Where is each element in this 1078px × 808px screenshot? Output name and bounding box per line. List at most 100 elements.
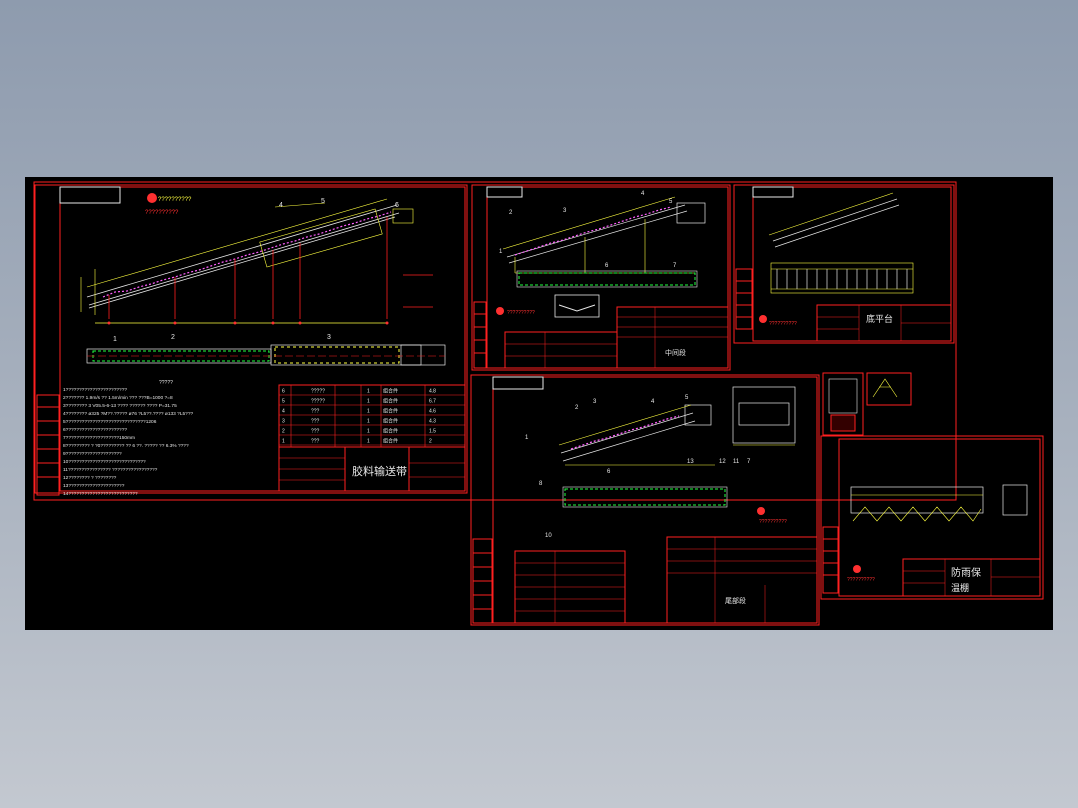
bom-cell: ??? bbox=[311, 409, 320, 415]
bom-cell: 1 bbox=[367, 389, 370, 395]
part-label-6: 6 bbox=[395, 202, 399, 209]
note-line: 13????????????????????? bbox=[63, 483, 125, 489]
bom-cell: ??? bbox=[311, 429, 320, 435]
sheet-tail: 1 2 3 4 5 6 7 11 12 13 8 10 ?????????? 尾… bbox=[470, 374, 820, 626]
bom-cell: 4 bbox=[282, 409, 285, 415]
tail-label-6: 6 bbox=[607, 469, 611, 475]
bom-cell: ??? bbox=[311, 419, 320, 425]
sheet-title-base: 底平台 bbox=[866, 313, 893, 324]
part-label-3: 3 bbox=[327, 334, 331, 341]
cover-logo-caption: ?????????? bbox=[847, 577, 875, 583]
cover-logo-icon bbox=[853, 565, 861, 573]
note-line: 6??????????????????????? bbox=[63, 427, 127, 433]
tail-label-13: 13 bbox=[687, 459, 694, 465]
bom-cell: 组合件 bbox=[383, 438, 398, 445]
cad-drawing-canvas[interactable]: ?????????? ?????????? bbox=[25, 177, 1053, 630]
note-line: 4???????? ø325 ?M??.????? ø76 ?L5??.????… bbox=[63, 411, 193, 417]
sheet-title-cover-2: 温棚 bbox=[951, 582, 969, 593]
bom-cell: 1.5 bbox=[429, 429, 436, 435]
tail-label-3: 3 bbox=[593, 399, 597, 405]
bom-cell: 组合件 bbox=[383, 418, 398, 425]
note-line: 2??????? 1.9m/s ?? 1.5m/min ??? ???B=100… bbox=[63, 395, 173, 401]
sheet-title-middle: 中间段 bbox=[665, 348, 686, 357]
note-line: 1??????????????????????? bbox=[63, 387, 127, 393]
tail-logo-icon bbox=[757, 507, 765, 515]
outer-frame bbox=[33, 181, 957, 501]
bom-cell: 组合件 bbox=[383, 428, 398, 435]
bom-cell: ????? bbox=[311, 389, 325, 395]
conveyor-idlers bbox=[102, 211, 392, 298]
main-plan-view bbox=[86, 344, 446, 366]
bom-cell: 组合件 bbox=[383, 398, 398, 405]
middle-label-1: 1 bbox=[499, 249, 503, 255]
bom-cell: 6 bbox=[282, 389, 285, 395]
middle-label-6: 6 bbox=[605, 263, 609, 269]
tail-label-8: 8 bbox=[539, 481, 543, 487]
logo-caption: ?????????? bbox=[158, 197, 192, 203]
bom-cell: 4.3 bbox=[429, 419, 436, 425]
bom-cell: 2 bbox=[282, 429, 285, 435]
middle-logo-icon bbox=[496, 307, 504, 315]
bom-table: 6????? 1 组合件 4.8 5????? 1 组合件 6.7 4??? 1 组合件 4.6 3??… bbox=[278, 384, 466, 492]
bom-cell: 2 bbox=[429, 439, 432, 445]
base-logo-icon bbox=[759, 315, 767, 323]
tail-label-11: 11 bbox=[733, 459, 740, 465]
sheet-title-tail: 尾部段 bbox=[725, 596, 746, 605]
tail-label-7: 7 bbox=[747, 459, 751, 465]
tail-logo-caption: ?????????? bbox=[759, 519, 787, 525]
part-label-5: 5 bbox=[321, 198, 325, 205]
middle-label-7: 7 bbox=[673, 263, 677, 269]
note-line: 14?????????????????????????? bbox=[63, 491, 138, 497]
middle-label-5: 5 bbox=[669, 199, 673, 205]
part-label-4: 4 bbox=[279, 202, 283, 209]
base-logo-caption: ?????????? bbox=[769, 321, 797, 327]
sheet-cover: ?????????? 防雨保 温棚 bbox=[820, 435, 1044, 600]
bom-cell: 1 bbox=[367, 399, 370, 405]
note-line: 8????????? ? ?0????????? ?? 6 ??. ????? … bbox=[63, 443, 189, 449]
note-line: 9????????????????????? bbox=[63, 451, 122, 457]
sheet-base: ?????????? 底平台 bbox=[733, 184, 955, 344]
bom-cell: 组合件 bbox=[383, 408, 398, 415]
bom-cell: 1 bbox=[282, 439, 285, 445]
tail-label-12: 12 bbox=[719, 459, 726, 465]
middle-label-4: 4 bbox=[641, 191, 645, 197]
sheet-title-cover-1: 防雨保 bbox=[951, 566, 981, 579]
bom-cell: 组合件 bbox=[383, 388, 398, 395]
note-line: 11???????????????? ????????????????? bbox=[63, 467, 158, 473]
detail-views bbox=[822, 372, 912, 436]
cad-drawing: ?????????? ?????????? bbox=[33, 181, 1044, 626]
tail-label-10: 10 bbox=[545, 533, 552, 539]
notes-heading: ????? bbox=[159, 380, 173, 386]
bom-cell: ??? bbox=[311, 439, 320, 445]
bom-cell: 4.6 bbox=[429, 409, 436, 415]
note-line: 7????????????????????150mm bbox=[63, 435, 135, 441]
middle-label-3: 3 bbox=[563, 208, 567, 214]
middle-logo-caption: ?????????? bbox=[507, 310, 535, 316]
technical-notes: 1??????????????????????? 2??????? 1.9m/s … bbox=[63, 387, 193, 497]
tail-label-1: 1 bbox=[525, 435, 529, 441]
bom-cell: 3 bbox=[282, 419, 285, 425]
bom-cell: 4.8 bbox=[429, 389, 436, 395]
tail-label-4: 4 bbox=[651, 399, 655, 405]
note-line: 10????????????????????????????? bbox=[63, 459, 146, 465]
sheet-main: ?????????? ?????????? bbox=[34, 184, 468, 497]
note-line: 5??????????????????????????????1206 bbox=[63, 419, 157, 425]
tail-label-2: 2 bbox=[575, 405, 579, 411]
bom-cell: 6.7 bbox=[429, 399, 436, 405]
note-line: 12???????? ? ???????? bbox=[63, 475, 117, 481]
sheet-middle: 2 3 4 5 1 6 7 ?????????? 中间段 bbox=[471, 184, 731, 371]
bom-cell: 1 bbox=[367, 419, 370, 425]
note-line: 3???????? 3 V05.5-6-13 ???? ?????? ???? … bbox=[63, 403, 177, 409]
bom-cell: 5 bbox=[282, 399, 285, 405]
logo-subcaption: ?????????? bbox=[145, 210, 179, 216]
tail-label-5: 5 bbox=[685, 395, 689, 401]
sheet-title-main: 胶料输送带 bbox=[352, 464, 407, 478]
middle-label-2: 2 bbox=[509, 210, 513, 216]
part-label-2: 2 bbox=[171, 334, 175, 341]
company-logo-icon bbox=[147, 193, 157, 203]
part-label-1: 1 bbox=[113, 336, 117, 343]
bom-cell: 1 bbox=[367, 439, 370, 445]
bom-cell: 1 bbox=[367, 429, 370, 435]
bom-cell: ????? bbox=[311, 399, 325, 405]
bom-cell: 1 bbox=[367, 409, 370, 415]
